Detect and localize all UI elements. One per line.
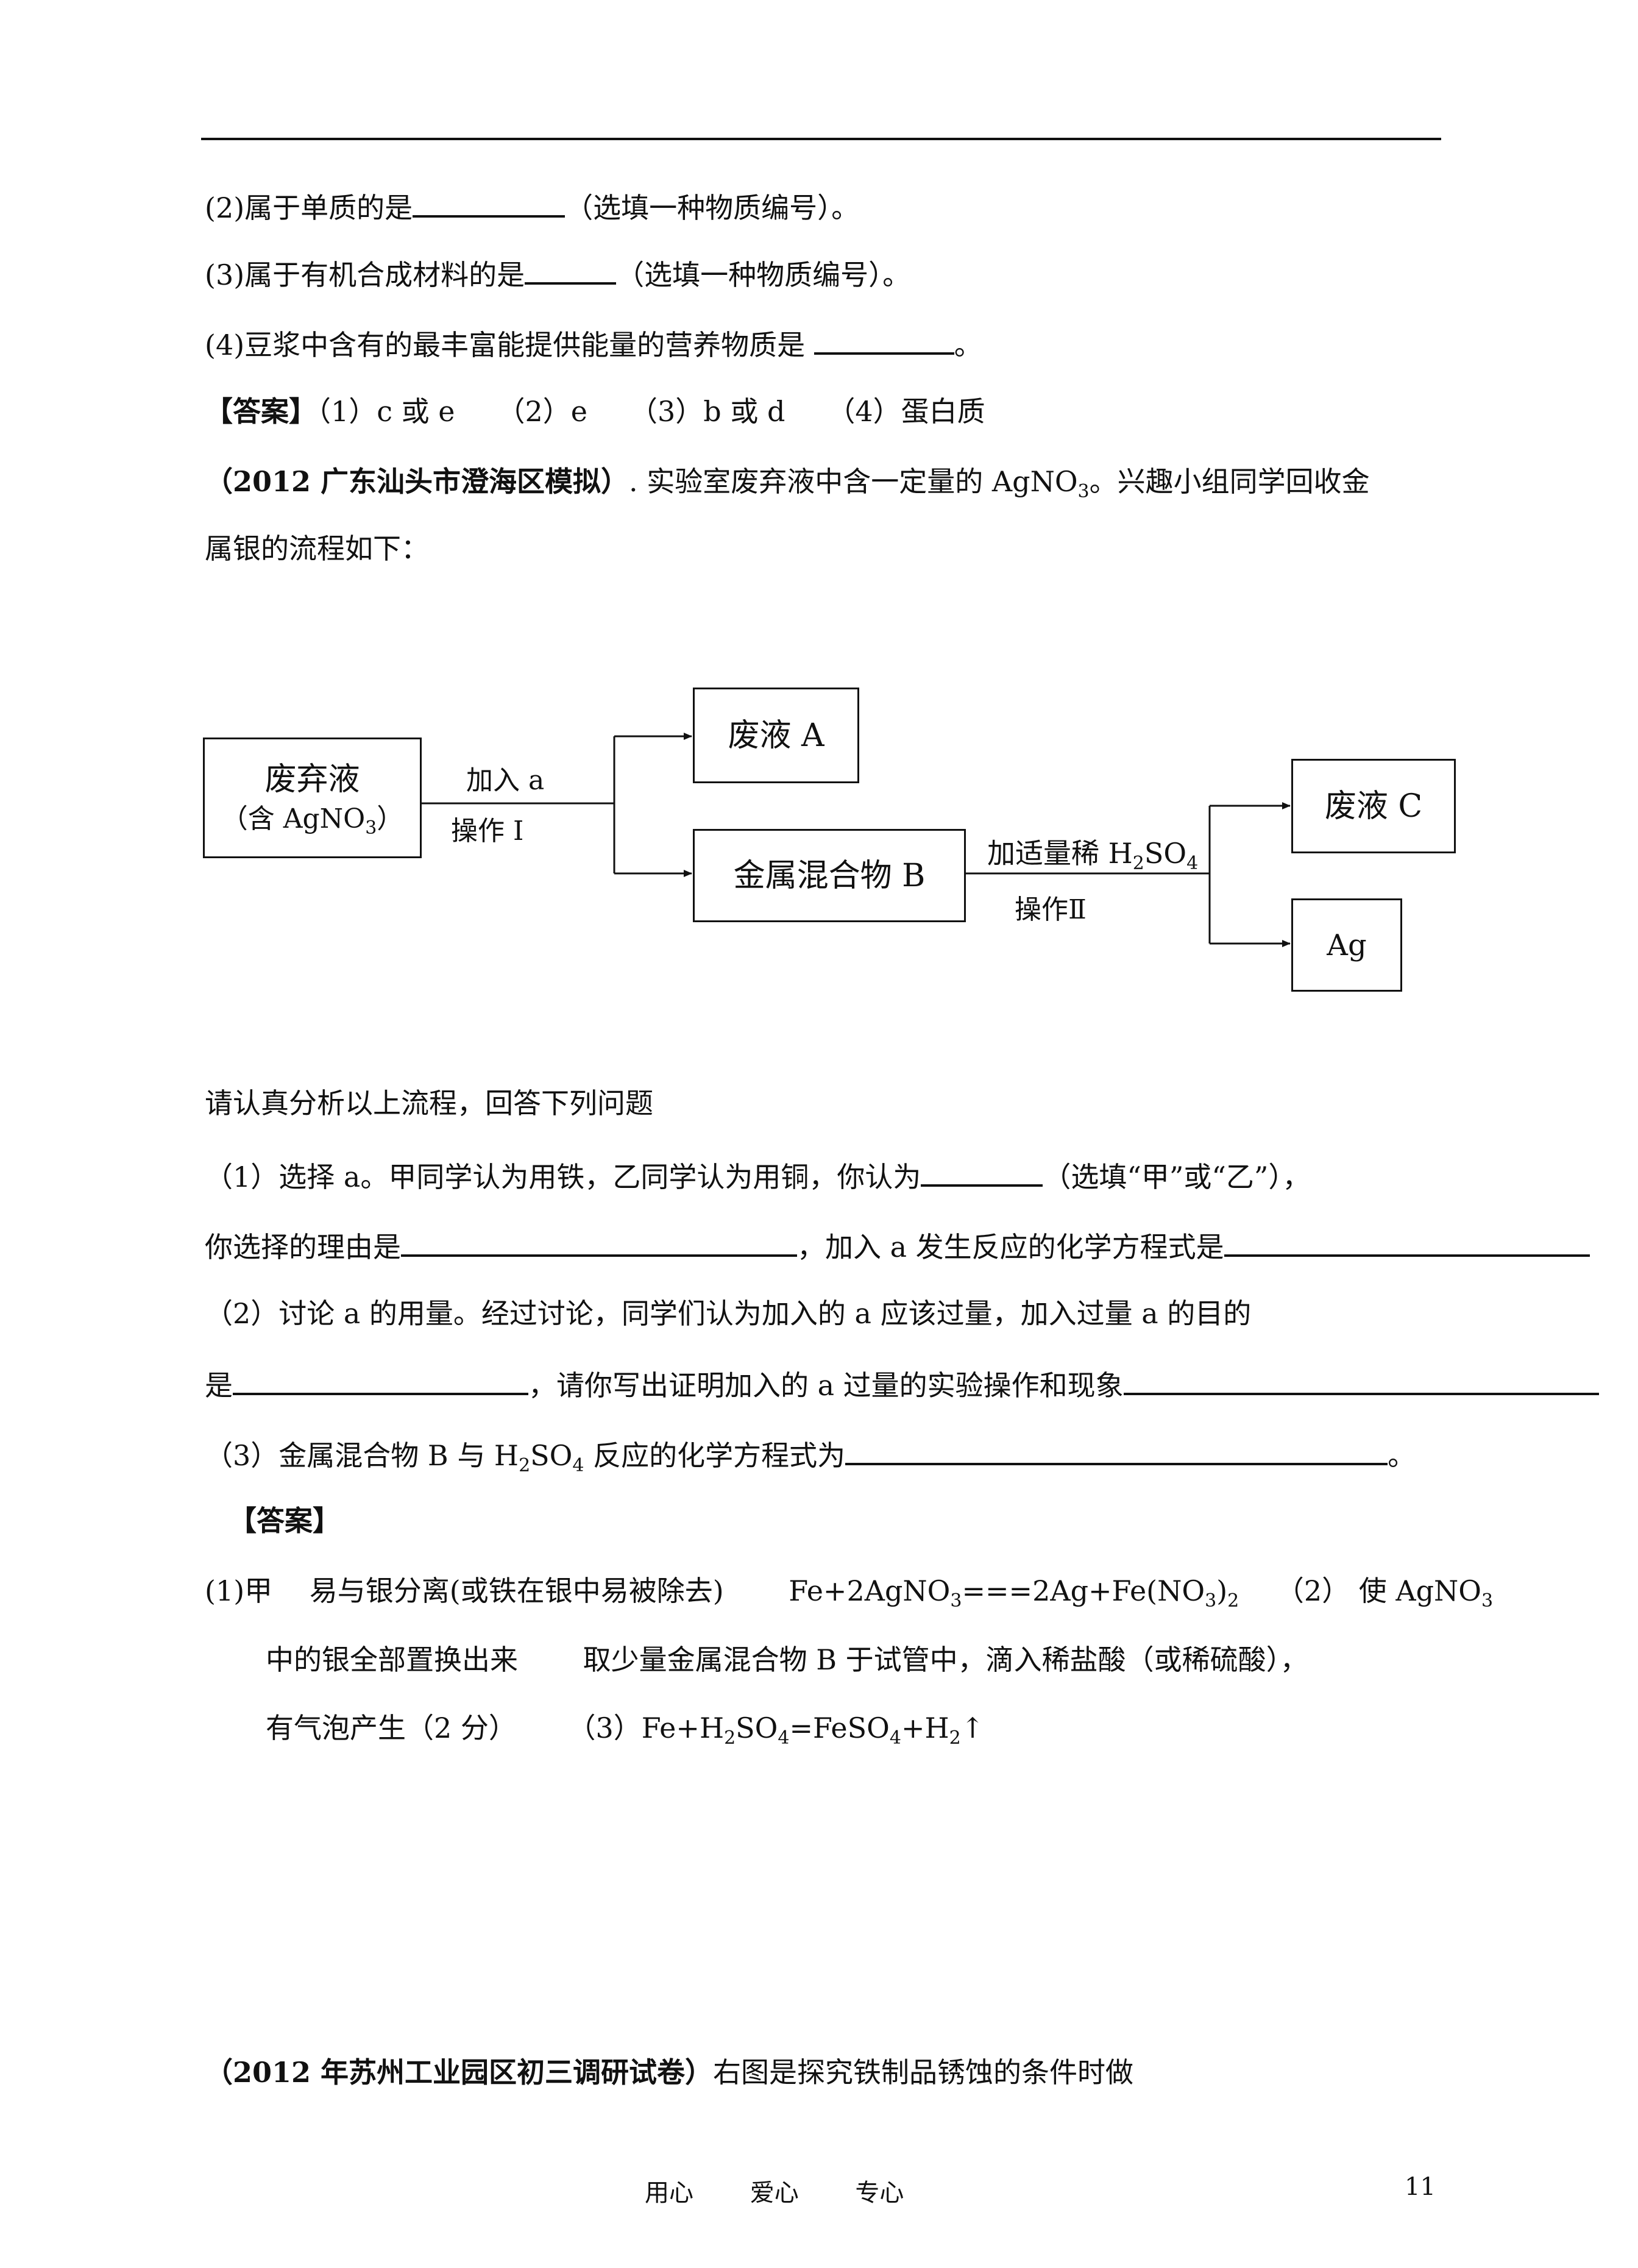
answer-2-line3-text: 有气泡产生（2 分） （3）Fe+H (266, 1712, 725, 1744)
label-operation-1: 操作 I (451, 816, 524, 847)
answer-blank[interactable] (525, 253, 617, 285)
flow-diagram-lines (422, 733, 1291, 947)
box-waste-a-label: 废液 A (728, 717, 824, 754)
problem-intro-text-2: 。兴趣小组同学回收金 (1089, 465, 1370, 498)
box-waste-sub-text: （含 AgNO (221, 803, 366, 834)
problem-intro-line2: 属银的流程如下： (205, 532, 429, 565)
answer-2-line1: (1)甲 易与银分离(或铁在银中易被除去) Fe+2AgNO3===2Ag+Fe… (205, 1573, 1494, 1612)
sub-question-3: （3）金属混合物 B 与 H2SO4 反应的化学方程式为 。 (205, 1434, 1416, 1476)
subscript: 3 (365, 817, 377, 839)
answer-blank[interactable] (1224, 1225, 1590, 1257)
sub-question-1-line2: 你选择的理由是 ，加入 a 发生反应的化学方程式是 (205, 1225, 1590, 1265)
answer-blank[interactable] (413, 186, 566, 218)
answer-2-line3-text-2: SO (736, 1712, 778, 1744)
sub-question-3-end: 。 (1388, 1439, 1416, 1472)
answer-blank[interactable] (845, 1434, 1388, 1465)
answer-2-text-4: （2） 使 AgNO (1239, 1574, 1481, 1607)
label-add-a: 加入 a (466, 765, 545, 796)
answer-1: 【答案】（1）c 或 e （2）e （3）b 或 d （4）蛋白质 (205, 393, 985, 430)
question-2-text: (2)属于单质的是 (205, 191, 413, 224)
subscript: 2 (724, 1727, 736, 1749)
label-add-acid-text-2: SO (1144, 837, 1187, 870)
box-waste-c: 废液 C (1291, 759, 1456, 853)
next-problem-source: （2012 年苏州工业园区初三调研试卷） (205, 2056, 714, 2089)
box-metal-mix-b: 金属混合物 B (693, 829, 966, 922)
label-operation-2: 操作Ⅱ (1015, 894, 1087, 925)
box-waste-liquid: 废弃液 （含 AgNO3） (203, 738, 422, 858)
subscript: 2 (1227, 1590, 1239, 1612)
answer-blank[interactable] (814, 323, 954, 355)
answer-blank[interactable] (233, 1363, 528, 1395)
subscript: 2 (519, 1455, 531, 1476)
subscript: 3 (1077, 481, 1090, 502)
box-ag-label: Ag (1327, 928, 1367, 962)
subscript: 3 (1205, 1590, 1217, 1612)
sub-question-1-equation: ，加入 a 发生反应的化学方程式是 (797, 1231, 1224, 1264)
box-mix-b-label: 金属混合物 B (733, 857, 926, 894)
question-3-text: (3)属于有机合成材料的是 (205, 258, 525, 291)
subscript: 4 (778, 1727, 790, 1749)
sub-question-3-text: （3）金属混合物 B 与 H (205, 1439, 519, 1472)
answer-2-line3-text-4: +H (901, 1712, 949, 1744)
box-waste-c-label: 废液 C (1324, 787, 1423, 825)
problem-intro: （2012 广东汕头市澄海区模拟）. 实验室废弃液中含一定量的 AgNO3。兴趣… (205, 463, 1370, 502)
next-problem: （2012 年苏州工业园区初三调研试卷）右图是探究铁制品锈蚀的条件时做 (205, 2054, 1133, 2091)
box-waste-a: 废液 A (693, 688, 859, 783)
sub-question-1-reason: 你选择的理由是 (205, 1231, 401, 1264)
sub-question-2-line2: 是 ，请你写出证明加入的 a 过量的实验操作和现象 (205, 1363, 1599, 1404)
subscript: 3 (950, 1590, 962, 1612)
question-3-hint: （选填一种物质编号）。 (616, 258, 911, 291)
question-2: (2)属于单质的是 （选填一种物质编号）。 (205, 186, 859, 226)
answer-2-line2: 中的银全部置换出来 取少量金属混合物 B 于试管中，滴入稀盐酸（或稀硫酸）， (266, 1643, 1308, 1676)
answer-1-text: （1）c 或 e （2）e （3）b 或 d （4）蛋白质 (317, 395, 985, 428)
page-number: 11 (1405, 2173, 1436, 2201)
question-4: (4)豆浆中含有的最丰富能提供能量的营养物质是 。 (205, 323, 982, 363)
subscript: 2 (949, 1727, 961, 1749)
sub-question-1-hint: （选填“甲”或“乙”）， (1043, 1161, 1311, 1193)
box-waste-sub-end: ） (377, 803, 404, 834)
box-ag: Ag (1291, 898, 1402, 992)
sub-question-2-start: 是 (205, 1369, 233, 1402)
answer-2-line3-text-3: =FeSO (789, 1712, 890, 1744)
analysis-instruction: 请认真分析以上流程，回答下列问题 (205, 1087, 653, 1120)
label-add-acid: 加适量稀 H2SO4 (987, 836, 1198, 873)
answer-2-text-2: ===2Ag+Fe(NO (962, 1574, 1205, 1607)
question-2-hint: （选填一种物质编号）。 (565, 191, 860, 224)
question-4-end: 。 (954, 329, 982, 361)
answer-2-label: 【答案】 (229, 1504, 341, 1537)
subscript: 3 (1481, 1590, 1494, 1612)
answer-label: 【答案】 (205, 395, 317, 428)
subscript: 2 (1132, 853, 1144, 874)
subscript: 4 (889, 1727, 901, 1749)
subscript: 4 (572, 1455, 584, 1476)
box-waste-label: 废弃液 (264, 761, 360, 798)
sub-question-1: （1）选择 a。甲同学认为用铁，乙同学认为用铜，你认为 （选填“甲”或“乙”）， (205, 1155, 1310, 1195)
answer-2-text-3: ) (1216, 1574, 1228, 1607)
label-add-acid-text: 加适量稀 H (987, 837, 1133, 870)
sub-question-3-text-2: SO (530, 1439, 573, 1472)
header-rule (201, 138, 1441, 140)
answer-blank[interactable] (401, 1225, 797, 1257)
problem-intro-text: . 实验室废弃液中含一定量的 AgNO (629, 465, 1078, 498)
sub-question-2-text: ，请你写出证明加入的 a 过量的实验操作和现象 (528, 1369, 1124, 1402)
next-problem-text: 右图是探究铁制品锈蚀的条件时做 (713, 2056, 1134, 2089)
up-arrow: ↑ (960, 1712, 985, 1744)
answer-2-line3: 有气泡产生（2 分） （3）Fe+H2SO4=FeSO4+H2↑ (266, 1710, 985, 1749)
question-4-text: (4)豆浆中含有的最丰富能提供能量的营养物质是 (205, 329, 806, 361)
answer-2-text: (1)甲 易与银分离(或铁在银中易被除去) Fe+2AgNO (205, 1574, 951, 1607)
subscript: 4 (1186, 853, 1199, 874)
sub-question-3-text-3: 反应的化学方程式为 (584, 1439, 846, 1472)
answer-blank[interactable] (1123, 1363, 1599, 1395)
sub-question-2: （2）讨论 a 的用量。经过讨论，同学们认为加入的 a 应该过量，加入过量 a … (205, 1297, 1252, 1330)
question-3: (3)属于有机合成材料的是 （选填一种物质编号）。 (205, 253, 910, 293)
box-waste-sub: （含 AgNO3） (221, 801, 404, 837)
footer-motto: 用心 爱心 专心 (645, 2179, 904, 2207)
problem-source: （2012 广东汕头市澄海区模拟） (205, 465, 629, 498)
answer-blank[interactable] (921, 1155, 1043, 1187)
sub-question-1-text: （1）选择 a。甲同学认为用铁，乙同学认为用铜，你认为 (205, 1161, 921, 1193)
